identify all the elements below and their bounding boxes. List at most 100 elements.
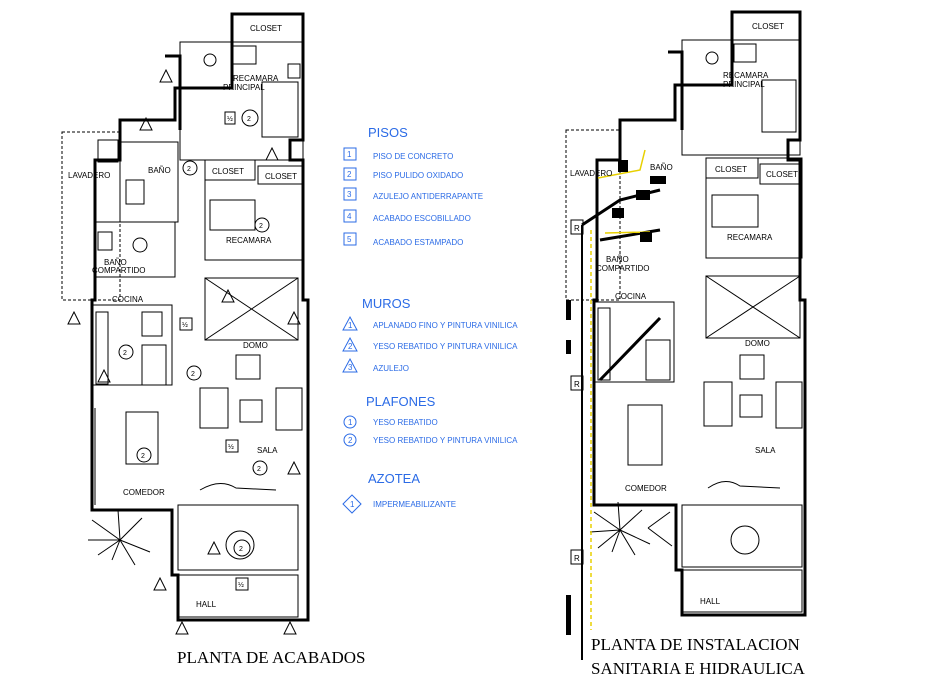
svg-text:2: 2 — [259, 223, 263, 230]
legend-pisos-key: 1 — [347, 150, 352, 159]
legend-pisos-label: PISO PULIDO OXIDADO — [373, 171, 463, 180]
room-label-lavadero: LAVADERO — [68, 171, 110, 180]
register-label: R — [574, 224, 580, 233]
register-box: R — [570, 375, 584, 391]
nightstand-icon — [287, 63, 301, 79]
room-label-closet: CLOSET — [752, 22, 784, 31]
register-label: R — [574, 380, 580, 389]
legend-pisos-item: 5 ACABADO ESTAMPADO — [343, 232, 463, 247]
svg-text:2: 2 — [191, 371, 195, 378]
legend-pisos-item: 2 PISO PULIDO OXIDADO — [343, 167, 463, 181]
plan-instalacion-recamara-principal-box — [681, 39, 801, 156]
tv-icon — [235, 354, 261, 380]
legend-muros-item: 2 YESO REBATIDO Y PINTURA VINILICA — [342, 336, 518, 352]
sink-icon — [97, 231, 113, 251]
svg-text:2: 2 — [123, 350, 127, 357]
counter-icon — [95, 311, 109, 385]
plan-acabados-recamara-box — [204, 159, 304, 261]
coffee-table-icon — [739, 394, 763, 418]
domo-cross — [204, 277, 299, 341]
legend-azotea-key: 1 — [350, 500, 355, 509]
plan-instalacion-recamara-box — [705, 157, 803, 259]
plan-instalacion-title-line2: SANITARIA E HIDRAULICA — [591, 659, 806, 678]
legend-pisos-label: ACABADO ESCOBILLADO — [373, 214, 471, 223]
plan-instalacion-domo-box — [705, 275, 801, 339]
round-table-icon — [730, 525, 760, 555]
plan-acabados-title: PLANTA DE ACABADOS — [177, 648, 366, 667]
armchair-icon — [231, 45, 257, 65]
room-label-closet-b: CLOSET — [265, 172, 297, 181]
plan-acabados-domo-box — [204, 277, 299, 341]
legend-plafones-label: YESO REBATIDO — [373, 418, 438, 427]
legend-muros-label: AZULEJO — [373, 364, 409, 373]
svg-text:½: ½ — [227, 115, 233, 123]
room-label-lavadero: LAVADERO — [570, 169, 612, 178]
legend-plafones-item: 1 YESO REBATIDO — [343, 415, 438, 429]
round-table-icon — [225, 530, 255, 560]
counter-icon — [597, 307, 611, 381]
domo-cross — [705, 275, 801, 339]
svg-text:2: 2 — [141, 453, 145, 460]
svg-text:2: 2 — [239, 546, 243, 553]
planter-icon — [199, 483, 277, 491]
room-label-cocina: COCINA — [615, 292, 647, 301]
plant-icon — [705, 51, 719, 65]
register-box: R — [570, 219, 584, 235]
coffee-table-icon — [239, 399, 263, 423]
finish-markers: 2 ½ 2 2 2 2 2 2 2 ½ ½ ½ — [67, 68, 301, 635]
pipe-network — [566, 149, 666, 660]
svg-text:½: ½ — [182, 321, 188, 329]
legend-muros-item: 1 APLANADO FINO Y PINTURA VINILICA — [342, 315, 518, 331]
plant-icon — [203, 53, 217, 67]
toilet-icon — [132, 237, 148, 253]
room-label-cocina: COCINA — [112, 295, 144, 304]
room-label-principal: PRINCIPAL — [223, 83, 265, 92]
legend-pisos-label: AZULEJO ANTIDERRAPANTE — [373, 192, 483, 201]
legend-pisos-item: 4 ACABADO ESCOBILLADO — [343, 209, 471, 223]
room-label-bano: BAÑO — [148, 166, 171, 175]
shrub-icon — [589, 501, 673, 556]
plan-acabados-cocina-box — [91, 304, 173, 386]
plan-instalacion-title-line1: PLANTA DE INSTALACION — [591, 635, 800, 654]
legend-plafones-label: YESO REBATIDO Y PINTURA VINILICA — [373, 436, 518, 445]
room-label-closet-b: CLOSET — [766, 170, 798, 179]
plan-instalacion-hall-box — [681, 569, 803, 613]
planter-icon — [707, 481, 781, 489]
room-label-bano: BAÑO — [650, 163, 673, 172]
stove-icon — [141, 311, 163, 337]
legend-pisos-item: 1 PISO DE CONCRETO — [343, 147, 453, 161]
svg-text:2: 2 — [187, 166, 191, 173]
legend-plafones-heading: PLAFONES — [366, 394, 436, 409]
room-label-sala: SALA — [755, 446, 776, 455]
tv-icon — [739, 354, 765, 380]
room-label-bano-compartido-a: BAÑO — [104, 258, 127, 267]
bed-icon — [209, 199, 256, 231]
room-label-recamara-principal: RECAMARA — [233, 74, 279, 83]
legend-azotea-item: 1 IMPERMEABILIZANTE — [342, 494, 456, 514]
dining-table-icon — [125, 411, 159, 465]
shower-icon — [125, 179, 145, 205]
room-label-domo: DOMO — [243, 341, 268, 350]
legend-pisos-item: 3 AZULEJO ANTIDERRAPANTE — [343, 187, 483, 201]
plan-acabados-bano-box — [119, 141, 179, 223]
plan-acabados-terraza-box — [177, 504, 299, 571]
room-label-recamara: RECAMARA — [727, 233, 773, 242]
plan-instalacion-outer-wall — [592, 10, 807, 617]
bed-icon — [711, 194, 759, 228]
room-label-comedor: COMEDOR — [123, 488, 165, 497]
room-label-bano-compartido-a: BAÑO — [606, 255, 629, 264]
room-label-hall: HALL — [700, 597, 721, 606]
plan-acabados: 2 ½ 2 2 2 2 2 2 2 ½ ½ ½ CLOSET RECAMARA … — [61, 12, 366, 667]
legend-muros-label: YESO REBATIDO Y PINTURA VINILICA — [373, 342, 518, 351]
sofa-icon — [199, 387, 229, 429]
legend-pisos-heading: PISOS — [368, 125, 408, 140]
legend-muros-item: 3 AZULEJO — [342, 357, 409, 373]
sofa-icon — [703, 381, 733, 427]
legend-pisos-key: 3 — [347, 190, 352, 199]
plan-acabados-bano-compartido-box — [94, 221, 176, 278]
plan-acabados-recamara-principal-box — [179, 41, 304, 161]
bed-icon — [261, 81, 299, 138]
legend: PISOS 1 PISO DE CONCRETO 2 PISO PULIDO O… — [342, 125, 518, 514]
legend-muros-key: 2 — [348, 342, 353, 351]
